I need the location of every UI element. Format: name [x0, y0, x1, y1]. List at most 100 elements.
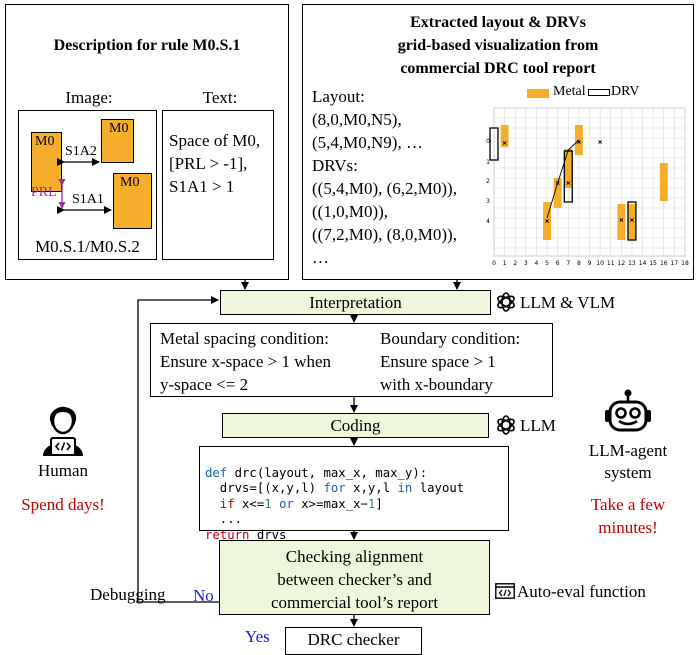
- extract-title-2: grid-based visualization from: [397, 37, 599, 54]
- agent-label-2: system: [604, 463, 652, 482]
- checking-line-3: commercial tool’s report: [270, 593, 439, 612]
- layout-line-2: (8,0,M0,N5),: [312, 110, 402, 129]
- x-mark: [545, 219, 549, 223]
- x-tick-label: 4: [534, 260, 539, 267]
- layout-line-1: Layout:: [312, 87, 365, 106]
- x-tick-label: 13: [628, 260, 636, 267]
- m0-rect-left: M0: [31, 132, 62, 192]
- legend-drv-swatch: [588, 89, 610, 96]
- metal-bar: [659, 163, 668, 201]
- x-mark: [630, 218, 634, 222]
- code-line-5: return drvs: [205, 527, 287, 542]
- x-tick-label: 14: [638, 260, 647, 267]
- y-tick-label: 2: [486, 178, 490, 185]
- x-tick-label: 8: [576, 260, 581, 267]
- image-label: Image:: [65, 88, 113, 107]
- extract-title-1: Extracted layout & DRVs: [410, 14, 586, 31]
- robot-icon: [603, 388, 653, 438]
- agent-time-2: minutes!: [598, 518, 658, 537]
- metal-bar: [500, 125, 509, 147]
- coding-box: [222, 413, 489, 438]
- metal-spacing-line-2: Ensure x-space > 1 when: [160, 352, 332, 371]
- boundary-line-1: Boundary condition:: [380, 329, 521, 348]
- y-tick-label: 3: [486, 198, 490, 205]
- drv-line-1: DRVs:: [312, 156, 358, 175]
- metal-bar: [617, 204, 626, 240]
- rule-text-line-3: S1A1 > 1: [169, 177, 235, 196]
- llm-label: LLM: [520, 416, 556, 435]
- metal-spacing-line-1: Metal spacing condition:: [160, 329, 330, 348]
- metal-spacing-line-3: y-space <= 2: [160, 375, 249, 394]
- x-tick-label: 6: [555, 260, 560, 267]
- x-tick-label: 15: [649, 260, 657, 267]
- x-tick-label: 11: [606, 260, 615, 267]
- human-icon: [38, 398, 88, 458]
- layout-line-3: (5,4,M0,N9), …: [312, 133, 423, 152]
- x-tick-label: 9: [587, 260, 592, 267]
- x-tick-label: 1: [502, 260, 507, 267]
- debug-loop-arrow: [137, 296, 219, 603]
- extract-title-3: commercial DRC tool report: [400, 60, 596, 77]
- checking-box: [219, 540, 490, 615]
- metal-bar: [627, 204, 636, 240]
- x-tick-label: 16: [659, 260, 668, 267]
- agent-label-1: LLM-agent: [588, 441, 668, 460]
- drv-link: [546, 139, 580, 219]
- x-tick-label: 10: [596, 260, 604, 267]
- x-tick-label: 18: [681, 260, 689, 267]
- x-mark: [598, 140, 603, 144]
- coding-label: Coding: [330, 416, 381, 435]
- legend-metal-swatch: [527, 89, 549, 98]
- rule-text-box: [162, 110, 274, 260]
- x-tick-label: 12: [617, 260, 626, 267]
- checking-line-2: between checker’s and: [277, 570, 432, 589]
- code-line-2: drvs=[(x,y,l) for x,y,l in layout: [205, 481, 465, 495]
- boundary-line-2: Ensure space > 1: [380, 352, 496, 371]
- legend-drv-label: DRV: [611, 84, 640, 99]
- y-tick-label: 1: [486, 159, 490, 166]
- interpretation-box: [220, 290, 491, 315]
- llm-vlm-label: LLM & VLM: [520, 293, 616, 312]
- rule-image-caption: M0.S.1/M0.S.2: [35, 237, 140, 256]
- code-line-4: ...: [205, 512, 243, 526]
- y-tick-label: 4: [486, 218, 490, 225]
- code-line-3: if x<=1 or x>=max_x−1]: [205, 496, 383, 511]
- code-window-icon: [495, 583, 515, 599]
- conditions-box: [150, 323, 553, 397]
- debugging-label: Debugging: [90, 585, 166, 604]
- no-label: No: [193, 586, 214, 605]
- legend-metal-label: Metal: [553, 84, 586, 99]
- drc-checker-label: DRC checker: [307, 630, 400, 649]
- auto-eval-label: Auto-eval function: [517, 582, 646, 601]
- yes-label: Yes: [245, 627, 270, 646]
- agent-time-1: Take a few: [590, 495, 666, 514]
- prl-label: PRL: [31, 185, 57, 200]
- x-mark: [502, 141, 507, 145]
- y-tick-label: 0: [486, 138, 490, 145]
- drv-box: [627, 201, 637, 241]
- rule-text-line-1: Space of M0,: [169, 131, 261, 150]
- human-label: Human: [37, 461, 89, 480]
- drv-line-4: ((7,2,M0), (8,0,M0)),: [312, 225, 457, 244]
- openai-icon: [494, 413, 518, 437]
- rule-title: Description for rule M0.S.1: [53, 37, 241, 54]
- code-box: [199, 446, 509, 531]
- m0-rect-top-right: M0: [101, 119, 134, 163]
- x-tick-label: 3: [523, 260, 528, 267]
- x-tick-label: 7: [566, 260, 571, 267]
- x-tick-label: 0: [492, 260, 496, 267]
- boundary-line-3: with x-boundary: [380, 375, 493, 394]
- rule-text-line-2: [PRL > -1],: [169, 154, 248, 173]
- x-tick-label: 5: [545, 260, 549, 267]
- x-tick-label: 2: [513, 260, 518, 267]
- x-mark: [619, 218, 624, 222]
- code-line-1: def drc(layout, max_x, max_y):: [205, 465, 428, 480]
- human-time-label: Spend days!: [21, 495, 105, 514]
- interpretation-label: Interpretation: [309, 293, 402, 312]
- x-mark: [566, 181, 571, 185]
- openai-icon: [494, 290, 518, 314]
- s1a2-label: S1A2: [65, 144, 97, 159]
